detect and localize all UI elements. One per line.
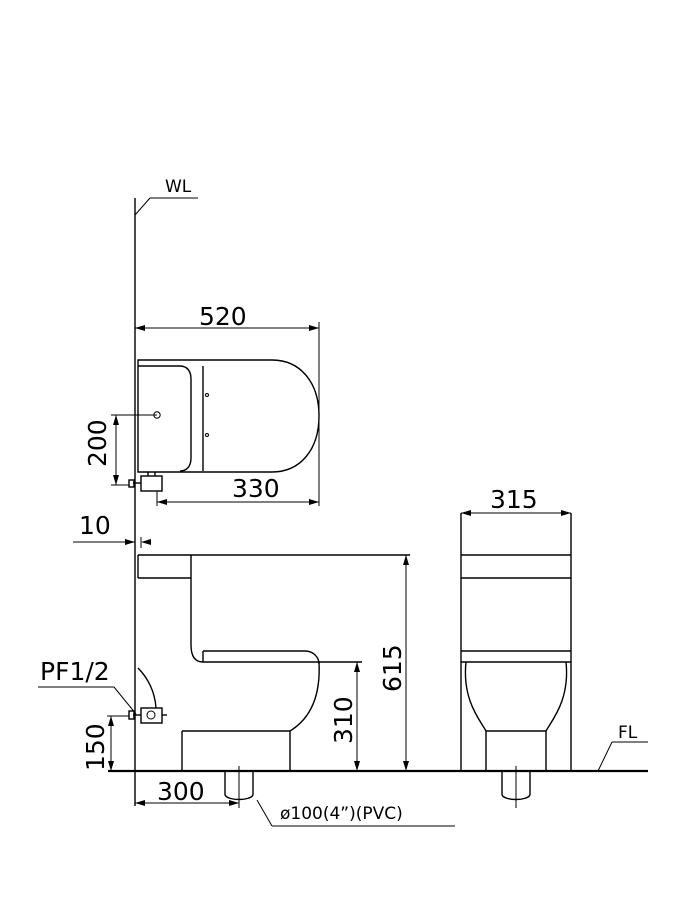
floor-line xyxy=(108,741,648,773)
dimension-310 xyxy=(354,662,360,771)
dim-310-label: 310 xyxy=(329,696,358,744)
inlet-size-label: PF1/2 xyxy=(40,657,110,686)
drain-leader xyxy=(256,799,455,827)
dim-200-label: 200 xyxy=(83,419,112,467)
dim-330-label: 330 xyxy=(232,474,280,503)
wall-line xyxy=(134,197,198,806)
inlet-leader xyxy=(38,686,137,715)
top-view xyxy=(128,359,320,492)
drain-spec-label: ø100(4”)(PVC) xyxy=(280,804,403,824)
dimension-300 xyxy=(135,800,239,806)
dimension-615 xyxy=(403,555,409,771)
dim-315-label: 315 xyxy=(490,485,538,514)
front-view xyxy=(460,513,572,808)
dim-615-label: 615 xyxy=(378,644,407,692)
side-view xyxy=(128,554,410,808)
dimension-315 xyxy=(461,510,571,516)
dimension-150 xyxy=(107,715,129,771)
dim-300-label: 300 xyxy=(157,777,205,806)
dim-10-label: 10 xyxy=(79,511,111,540)
dim-520-label: 520 xyxy=(199,302,247,331)
dimension-330 xyxy=(156,491,319,506)
dimension-520 xyxy=(135,322,320,506)
dimension-10 xyxy=(73,537,151,548)
dim-150-label: 150 xyxy=(81,723,110,771)
floor-line-label: FL xyxy=(618,723,638,743)
dimension-200 xyxy=(111,414,157,486)
wall-line-label: WL xyxy=(165,177,192,197)
